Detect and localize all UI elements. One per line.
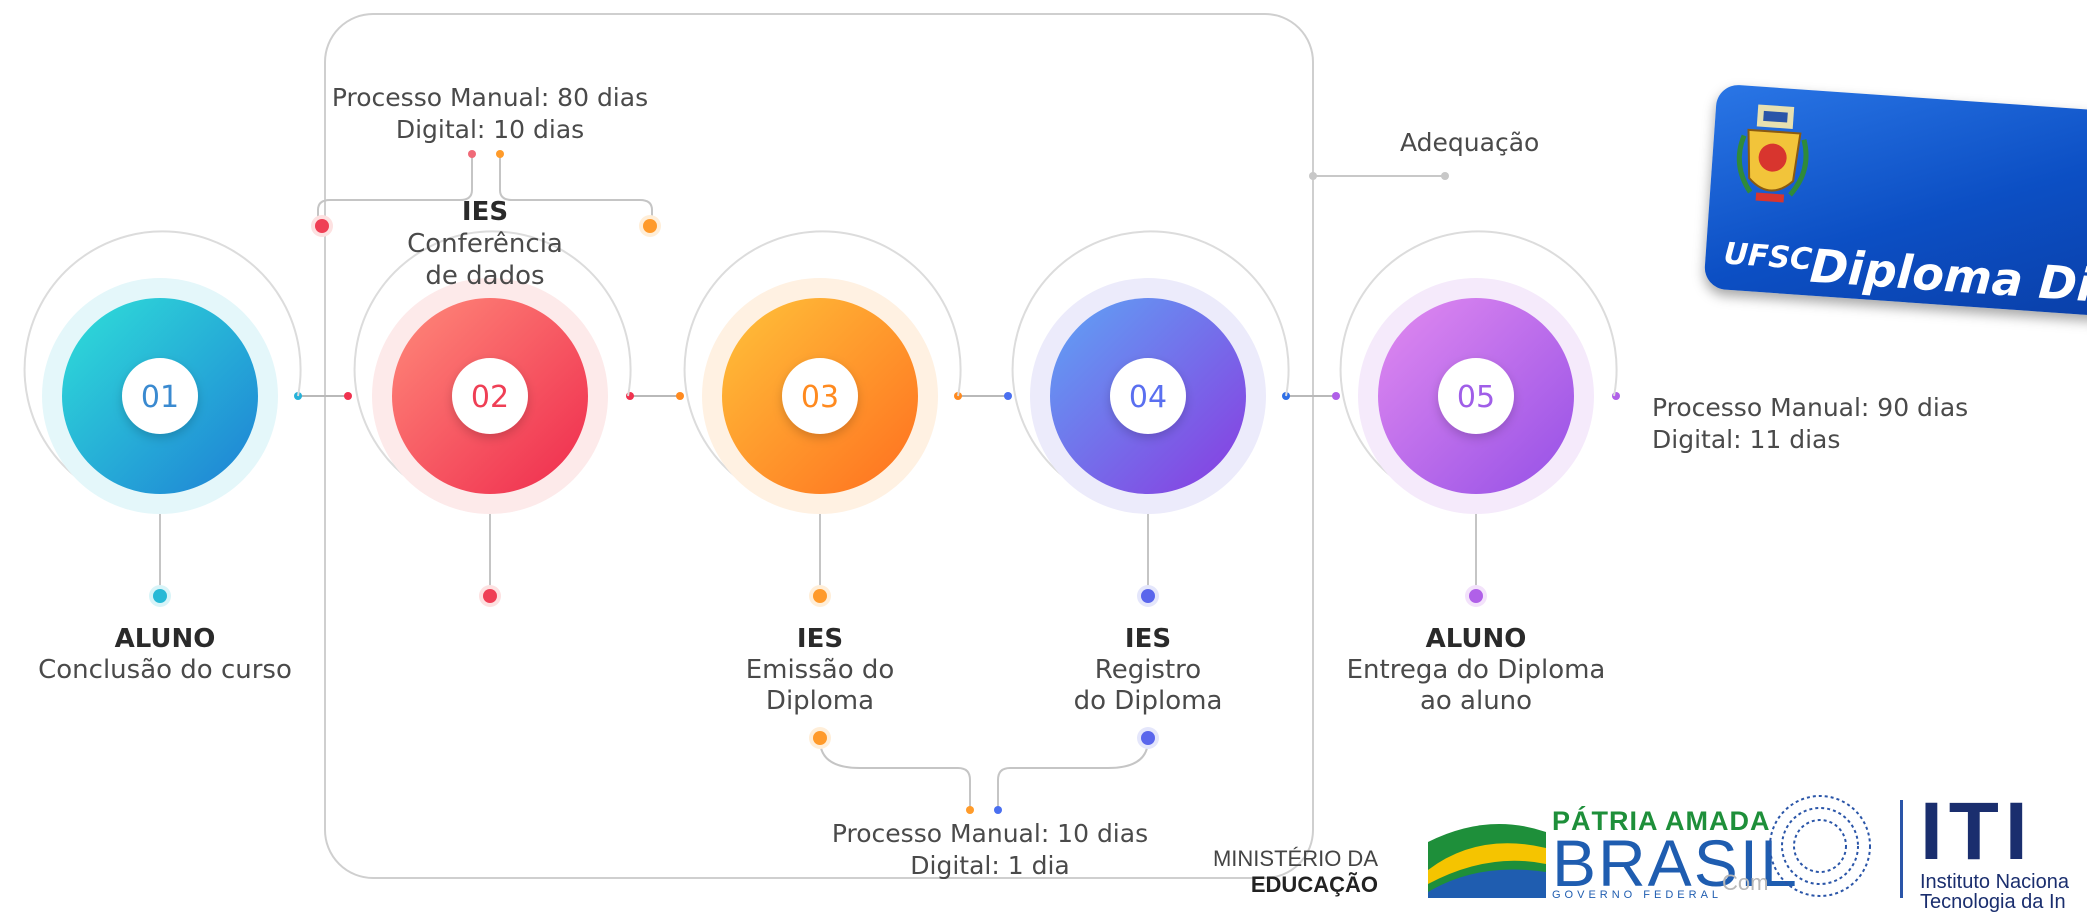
ring-dots bbox=[149, 215, 1487, 749]
badge-ufsc-label: UFSC bbox=[1722, 236, 1814, 278]
step-number: 04 bbox=[1129, 380, 1167, 415]
desc-line: de dados bbox=[425, 261, 545, 291]
step-number: 05 bbox=[1457, 380, 1495, 415]
desc-line: Conclusão do curso bbox=[38, 655, 292, 685]
step-number: 03 bbox=[801, 380, 839, 415]
desc-line: ao aluno bbox=[1419, 686, 1533, 716]
desc-line: do Diploma bbox=[1073, 686, 1223, 716]
desc-line: Conferência bbox=[407, 229, 563, 259]
ministerio-line2: EDUCAÇÃO bbox=[1250, 872, 1378, 897]
note-line: Digital: 1 dia bbox=[910, 851, 1070, 880]
step-label-04: IES Registro do Diploma bbox=[1018, 624, 1278, 717]
seal-icon bbox=[1769, 795, 1871, 897]
overlap-text: Com bbox=[1722, 870, 1769, 895]
step-circle-05 bbox=[1339, 230, 1618, 514]
step-circle-04 bbox=[1011, 230, 1290, 514]
step-circle-03 bbox=[683, 230, 962, 514]
patria-flag-icon bbox=[1428, 824, 1546, 898]
note-line: Digital: 11 dias bbox=[1652, 425, 1841, 454]
iti-line2: Tecnologia da In bbox=[1920, 891, 2066, 913]
note-steps34: Processo Manual: 10 dias Digital: 1 dia bbox=[760, 818, 1220, 882]
top-step-label: IES Conferência de dados bbox=[370, 196, 600, 292]
step-circle-02 bbox=[353, 230, 632, 514]
step-number: 02 bbox=[471, 380, 509, 415]
note-adequacao: Adequação bbox=[1400, 128, 1540, 157]
actor-label: IES bbox=[461, 197, 509, 227]
note-line: Processo Manual: 10 dias bbox=[831, 819, 1149, 848]
ufsc-diploma-badge: UFSC Diploma Digi bbox=[1703, 83, 2087, 318]
step-label-05: ALUNO Entrega do Diploma ao aluno bbox=[1296, 624, 1656, 717]
desc-line: Emissão do bbox=[745, 655, 895, 685]
actor-label: ALUNO bbox=[1425, 624, 1527, 654]
ufsc-crest-icon bbox=[1736, 104, 1809, 203]
iti-line1: Instituto Naciona bbox=[1920, 871, 2069, 893]
note-line: Digital: 10 dias bbox=[395, 115, 585, 144]
step-label-01: ALUNO Conclusão do curso bbox=[0, 624, 330, 686]
iti-label: ITI bbox=[1920, 786, 2034, 877]
note-line: Processo Manual: 80 dias bbox=[331, 83, 649, 112]
step-circle-01 bbox=[23, 230, 302, 514]
ministerio-logo: MINISTÉRIO DA EDUCAÇÃO bbox=[1178, 846, 1378, 898]
patria-label: PÁTRIA AMADA bbox=[1552, 806, 1771, 836]
ministerio-line1: MINISTÉRIO DA bbox=[1212, 846, 1378, 871]
step-number: 01 bbox=[141, 380, 179, 415]
note-step5: Processo Manual: 90 dias Digital: 11 dia… bbox=[1652, 392, 1968, 456]
desc-line: Registro bbox=[1094, 655, 1202, 685]
iti-divider bbox=[1900, 800, 1903, 898]
actor-label: IES bbox=[796, 624, 844, 654]
desc-line: Diploma bbox=[765, 686, 875, 716]
note-line: Processo Manual: 90 dias bbox=[1652, 393, 1969, 422]
note-step2: Processo Manual: 80 dias Digital: 10 dia… bbox=[270, 82, 710, 146]
iti-logo: ITI Instituto Naciona Tecnologia da In bbox=[1920, 786, 2069, 913]
step-label-03: IES Emissão do Diploma bbox=[690, 624, 950, 717]
brasil-label: BRASIL bbox=[1552, 826, 1799, 900]
actor-label: ALUNO bbox=[114, 624, 216, 654]
desc-line: Entrega do Diploma bbox=[1346, 655, 1606, 685]
actor-label: IES bbox=[1124, 624, 1172, 654]
patria-amada-logo: PÁTRIA AMADA BRASIL GOVERNO FEDERAL bbox=[1552, 806, 1799, 901]
